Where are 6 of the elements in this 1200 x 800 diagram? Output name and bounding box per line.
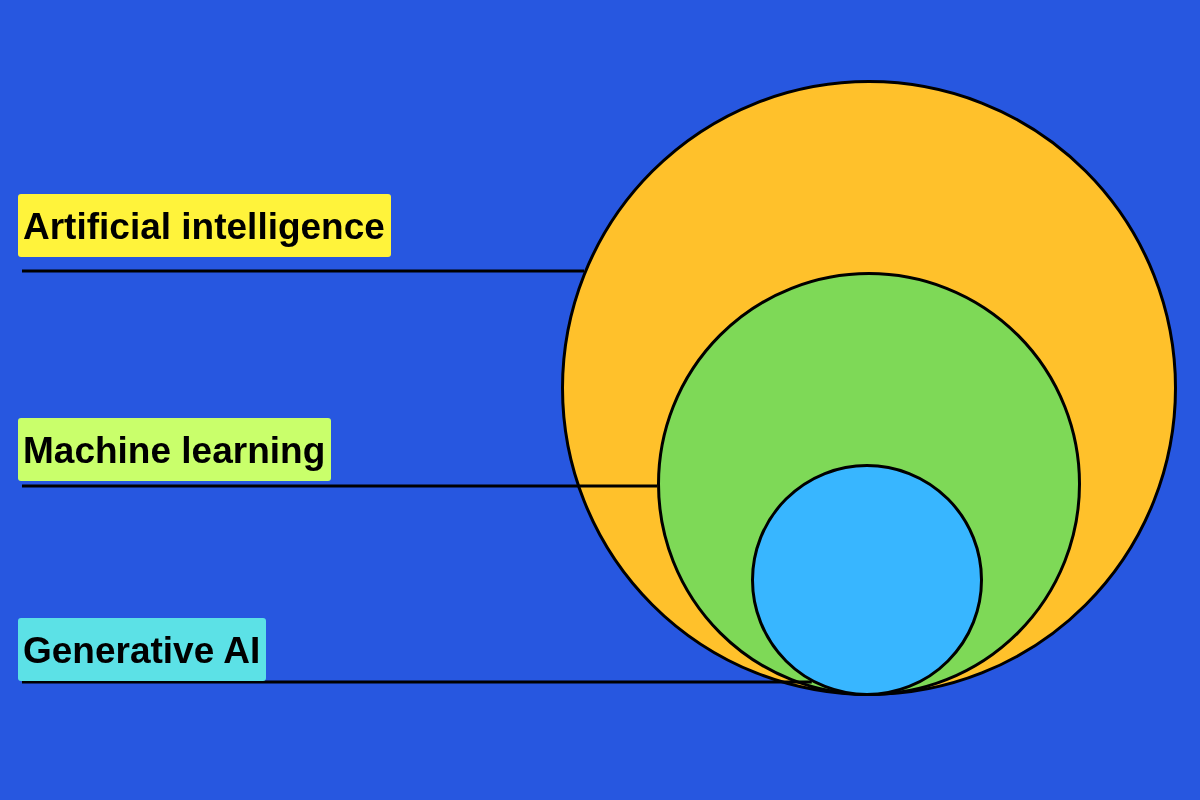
leader-line [22, 269, 585, 273]
label-tag: Artificial intelligence [18, 194, 391, 257]
leader-line [22, 680, 812, 684]
leader-line [22, 484, 657, 488]
label-tag: Machine learning [18, 418, 332, 481]
label-tag: Generative AI [18, 618, 267, 681]
